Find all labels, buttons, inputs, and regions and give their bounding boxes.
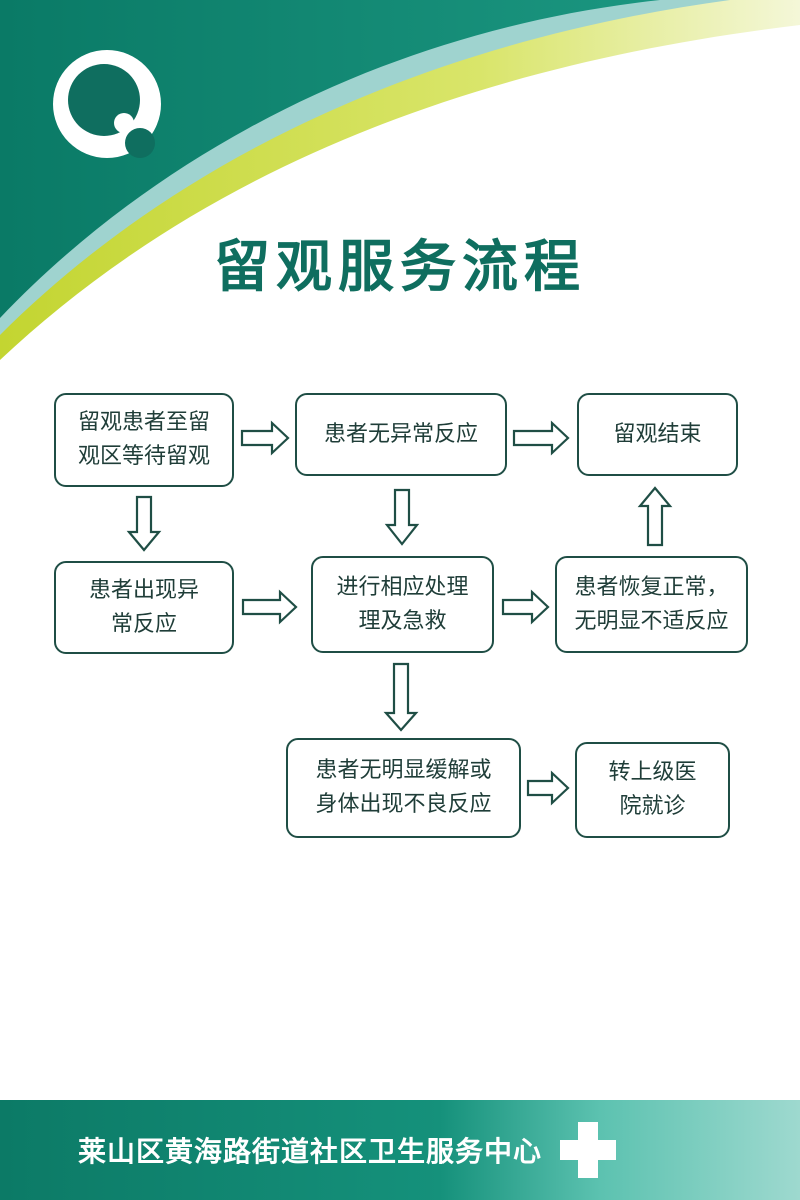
header-decoration bbox=[0, 0, 800, 360]
step-recovered: 患者恢复正常， 无明显不适反应 bbox=[555, 556, 748, 653]
arrow-right-4 bbox=[501, 589, 550, 625]
arrow-down-2 bbox=[384, 488, 420, 546]
page-title: 留观服务流程 bbox=[214, 234, 586, 300]
step-text: 患者无异常反应 bbox=[323, 421, 478, 447]
step-text: 留观患者至留 观区等待留观 bbox=[77, 410, 210, 469]
logo-icon bbox=[53, 50, 161, 158]
step-no-reaction: 患者无异常反应 bbox=[295, 393, 507, 476]
arrow-right-5 bbox=[526, 770, 570, 806]
step-wait-in-observation-area: 留观患者至留 观区等待留观 bbox=[54, 393, 234, 487]
step-treatment-first-aid: 进行相应处理 理及急救 bbox=[311, 556, 494, 653]
arrow-right-2 bbox=[512, 420, 570, 456]
medical-cross-icon bbox=[560, 1122, 616, 1178]
organization-name: 莱山区黄海路街道社区卫生服务中心 bbox=[78, 1135, 543, 1168]
step-transfer-hospital: 转上级医 院就诊 bbox=[575, 742, 730, 838]
step-not-relieved: 患者无明显缓解或 身体出现不良反应 bbox=[286, 738, 521, 838]
arrow-down-1 bbox=[126, 495, 162, 552]
arrow-right-3 bbox=[241, 589, 298, 625]
step-text: 患者无明显缓解或 身体出现不良反应 bbox=[315, 758, 492, 817]
step-text: 留观结束 bbox=[613, 421, 702, 447]
footer-bar: 莱山区黄海路街道社区卫生服务中心 bbox=[0, 1100, 800, 1200]
arrow-right-1 bbox=[240, 420, 290, 456]
step-text: 患者恢复正常， 无明显不适反应 bbox=[574, 574, 729, 634]
arrow-down-3 bbox=[383, 662, 419, 732]
step-text: 患者出现异 常反应 bbox=[88, 577, 199, 637]
step-observation-end: 留观结束 bbox=[577, 393, 738, 476]
step-abnormal-reaction: 患者出现异 常反应 bbox=[54, 561, 234, 654]
step-text: 进行相应处理 理及急救 bbox=[336, 574, 469, 634]
arrow-up-1 bbox=[637, 486, 673, 547]
step-text: 转上级医 院就诊 bbox=[608, 760, 697, 819]
